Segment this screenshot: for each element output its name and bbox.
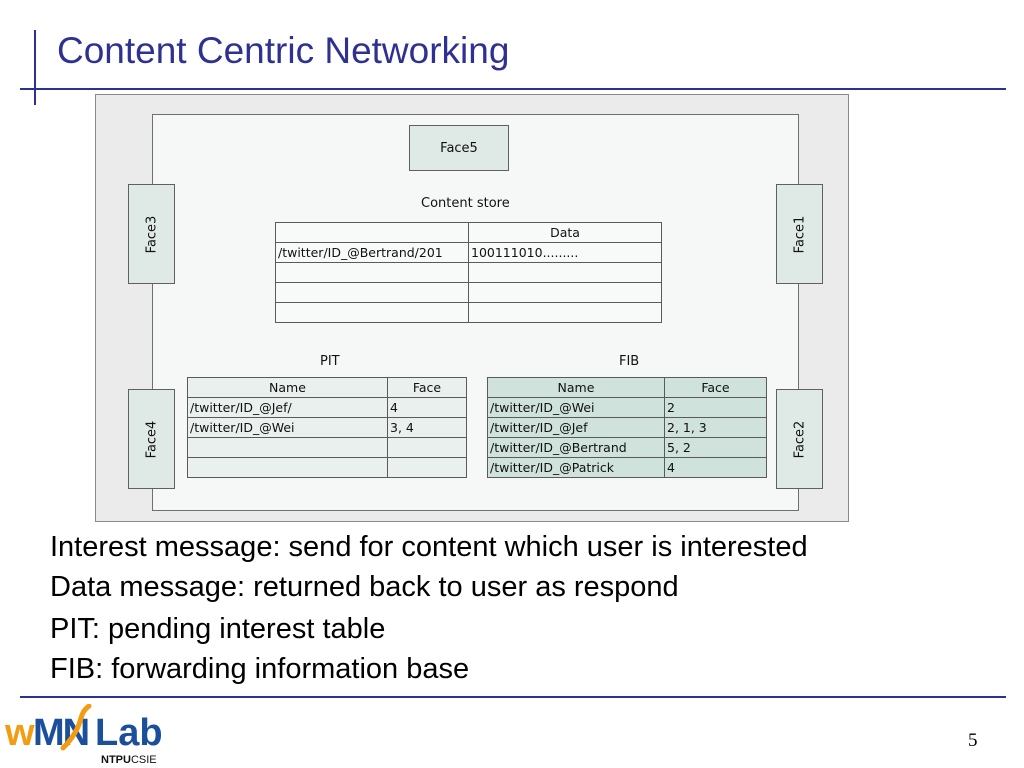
table-row: /twitter/ID_@Bertrand 5, 2 bbox=[487, 437, 767, 458]
face4-box: Face4 bbox=[128, 389, 175, 489]
logo-lab: Lab bbox=[95, 712, 163, 754]
table-header-row: Name Face bbox=[487, 377, 767, 398]
face2-box: Face2 bbox=[776, 389, 823, 489]
table-cell: /twitter/ID_@Wei bbox=[187, 417, 388, 438]
table-cell: /twitter/ID_@Patrick bbox=[487, 457, 665, 478]
table-cell: /twitter/ID_@Jef/ bbox=[187, 397, 388, 418]
logo-csie: CSIE bbox=[130, 754, 157, 766]
table-cell: 100111010......... bbox=[468, 242, 662, 263]
table-cell bbox=[468, 302, 662, 323]
table-cell bbox=[468, 282, 662, 303]
table-cell: 2 bbox=[664, 397, 767, 418]
table-cell bbox=[275, 282, 469, 303]
table-cell: /twitter/ID_@Bertrand bbox=[487, 437, 665, 458]
table-row: /twitter/ID_@Wei 2 bbox=[487, 397, 767, 418]
table-cell bbox=[468, 262, 662, 283]
face5-label: Face5 bbox=[440, 140, 478, 156]
table-cell bbox=[275, 302, 469, 323]
pit-title: PIT bbox=[320, 354, 340, 369]
table-cell bbox=[275, 262, 469, 283]
table-header-cell: Face bbox=[387, 377, 467, 398]
face3-box: Face3 bbox=[128, 184, 175, 284]
table-row bbox=[275, 282, 662, 303]
logo-swoosh bbox=[60, 704, 92, 751]
face1-box: Face1 bbox=[776, 184, 823, 284]
table-cell bbox=[187, 437, 388, 458]
face1-label: Face1 bbox=[791, 215, 807, 253]
content-store-table: Data /twitter/ID_@Bertrand/201 100111010… bbox=[275, 222, 662, 323]
slide-title: Content Centric Networking bbox=[57, 30, 510, 71]
title-accent-bar bbox=[34, 30, 36, 105]
table-row: /twitter/ID_@Patrick 4 bbox=[487, 457, 767, 478]
table-row bbox=[187, 437, 467, 458]
face4-label: Face4 bbox=[143, 420, 159, 458]
logo-ntpu: NTPU bbox=[101, 754, 131, 766]
table-cell bbox=[387, 437, 467, 458]
table-cell bbox=[187, 457, 388, 478]
table-cell bbox=[387, 457, 467, 478]
table-header-row: Data bbox=[275, 222, 662, 243]
table-cell: /twitter/ID_@Jef bbox=[487, 417, 665, 438]
definition-fib: FIB: forwarding information base bbox=[50, 653, 470, 685]
page-number: 5 bbox=[968, 730, 978, 751]
table-cell: 4 bbox=[387, 397, 467, 418]
definition-interest: Interest message: send for content which… bbox=[50, 531, 808, 563]
table-cell: /twitter/ID_@Bertrand/201 bbox=[275, 242, 469, 263]
face5-box: Face5 bbox=[409, 125, 509, 171]
footer-rule bbox=[20, 696, 1006, 698]
table-row bbox=[275, 302, 662, 323]
logo-w: w bbox=[5, 712, 35, 754]
table-cell: /twitter/ID_@Wei bbox=[487, 397, 665, 418]
table-cell: 5, 2 bbox=[664, 437, 767, 458]
table-row bbox=[187, 457, 467, 478]
face3-label: Face3 bbox=[143, 215, 159, 253]
table-row: /twitter/ID_@Jef 2, 1, 3 bbox=[487, 417, 767, 438]
wmnlab-logo: w MN Lab NTPUCSIE bbox=[3, 704, 188, 768]
table-header-cell: Name bbox=[187, 377, 388, 398]
table-header-cell bbox=[275, 222, 469, 243]
pit-table: Name Face /twitter/ID_@Jef/ 4 /twitter/I… bbox=[187, 377, 467, 478]
fib-table: Name Face /twitter/ID_@Wei 2 /twitter/ID… bbox=[487, 377, 767, 478]
table-row: /twitter/ID_@Jef/ 4 bbox=[187, 397, 467, 418]
table-header-cell: Face bbox=[664, 377, 767, 398]
table-row: /twitter/ID_@Bertrand/201 100111010.....… bbox=[275, 242, 662, 263]
table-header-cell: Name bbox=[487, 377, 665, 398]
table-header-cell: Data bbox=[468, 222, 662, 243]
table-cell: 4 bbox=[664, 457, 767, 478]
table-cell: 3, 4 bbox=[387, 417, 467, 438]
table-header-row: Name Face bbox=[187, 377, 467, 398]
table-row bbox=[275, 262, 662, 283]
table-row: /twitter/ID_@Wei 3, 4 bbox=[187, 417, 467, 438]
definition-data: Data message: returned back to user as r… bbox=[50, 571, 679, 603]
face2-label: Face2 bbox=[791, 420, 807, 458]
definition-pit: PIT: pending interest table bbox=[50, 613, 386, 645]
table-cell: 2, 1, 3 bbox=[664, 417, 767, 438]
content-store-title: Content store bbox=[421, 196, 510, 211]
fib-title: FIB bbox=[619, 354, 640, 369]
header-rule bbox=[20, 88, 1006, 90]
